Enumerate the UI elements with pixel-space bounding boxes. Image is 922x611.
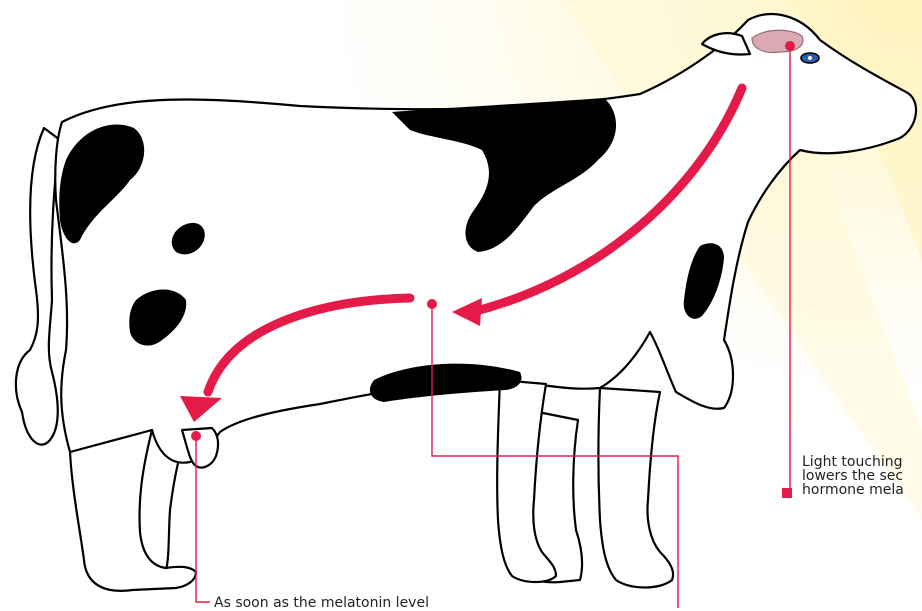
caption-marker <box>782 488 792 498</box>
dot-body <box>427 299 437 309</box>
dot-brain <box>785 41 795 51</box>
caption-light-line-3: hormone mela <box>802 483 904 497</box>
dot-udder <box>191 431 201 441</box>
pineal-region <box>752 30 803 52</box>
caption-light-line-1: Light touching <box>802 455 904 469</box>
caption-light-line-2: lowers the sec <box>802 469 904 483</box>
caption-light-melatonin: Light touching lowers the sec hormone me… <box>802 455 904 497</box>
cow-eye-pupil <box>808 56 812 60</box>
